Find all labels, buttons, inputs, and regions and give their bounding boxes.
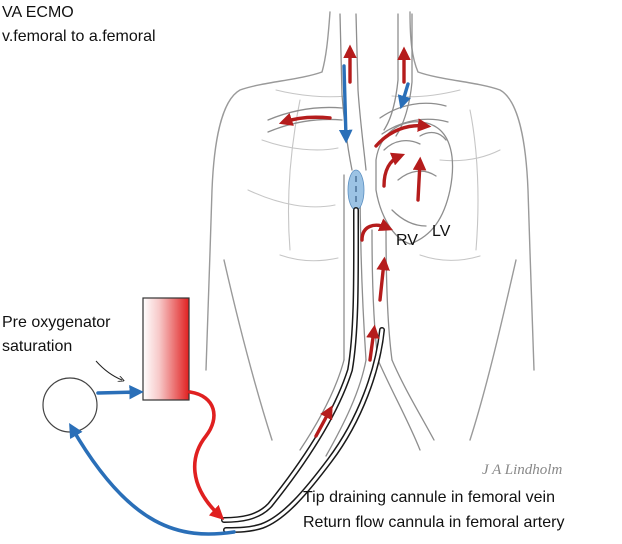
rv-label: RV (396, 232, 418, 249)
cannula-tip-icon (347, 169, 365, 211)
body-outline (205, 11, 535, 441)
ecmo-circuit (42, 297, 236, 536)
heart (375, 121, 454, 245)
circle-pump-icon (42, 377, 98, 433)
oxygenated-flow-arrows (278, 44, 432, 438)
pre-oxygenator-label-line1: Pre oxygenator (2, 314, 111, 331)
venous-drainage-cannula (221, 207, 360, 523)
author-signature: J A Lindholm (482, 462, 562, 478)
arterial-return-cannula (223, 327, 385, 533)
gradient-oxygenator-box-icon (142, 297, 190, 401)
lv-label: LV (432, 223, 451, 240)
caption-line1: Tip draining cannule in femoral vein (303, 489, 555, 506)
ribcage-lines (247, 99, 501, 262)
deoxygenated-flow-arrows (338, 64, 411, 144)
diagram-title-line1: VA ECMO (2, 4, 74, 21)
caption-line2: Return flow cannula in femoral artery (303, 514, 564, 531)
diagram-title-line2: v.femoral to a.femoral (2, 28, 156, 45)
vessel-outlines (267, 13, 449, 457)
pre-oxygenator-label-line2: saturation (2, 338, 72, 355)
